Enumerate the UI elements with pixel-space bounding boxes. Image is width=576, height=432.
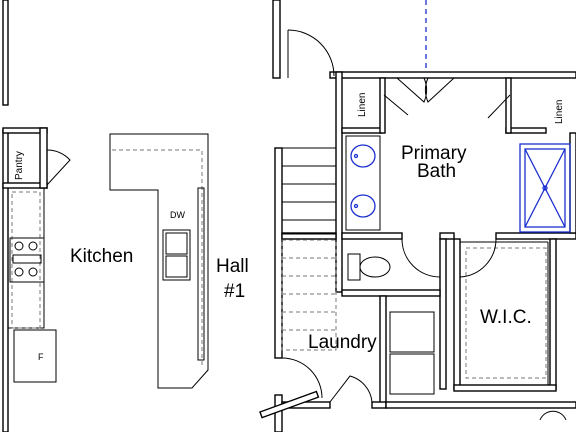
dishwasher-label: DW	[170, 210, 185, 220]
primary-bath	[345, 0, 571, 233]
kitchen-label: Kitchen	[70, 246, 133, 267]
toilet	[347, 253, 391, 281]
door-swings	[46, 29, 567, 421]
fridge	[13, 329, 57, 383]
laundry-appliances	[389, 311, 435, 395]
hall-label-line2: #1	[224, 281, 245, 302]
primary-bath-label-line2: Bath	[417, 161, 456, 182]
kitchen-area: F DW	[7, 133, 209, 389]
cooktop	[9, 237, 45, 283]
bath-sink-bottom	[350, 194, 376, 218]
fridge-label: F	[38, 352, 44, 362]
closet-shelves	[460, 241, 549, 385]
wic-label: W.I.C.	[480, 307, 532, 328]
primary-bath-label-line1: Primary	[401, 143, 467, 164]
linen-left-label: Linen	[357, 93, 368, 117]
stairs	[281, 147, 337, 351]
pantry-label: Pantry	[14, 151, 25, 180]
bath-sink-top	[350, 144, 376, 168]
shower	[519, 143, 571, 233]
linen-right-label: Linen	[554, 100, 565, 124]
laundry-label: Laundry	[308, 332, 377, 353]
kitchen-sink	[162, 229, 191, 281]
hall-label-line1: Hall	[216, 256, 249, 277]
